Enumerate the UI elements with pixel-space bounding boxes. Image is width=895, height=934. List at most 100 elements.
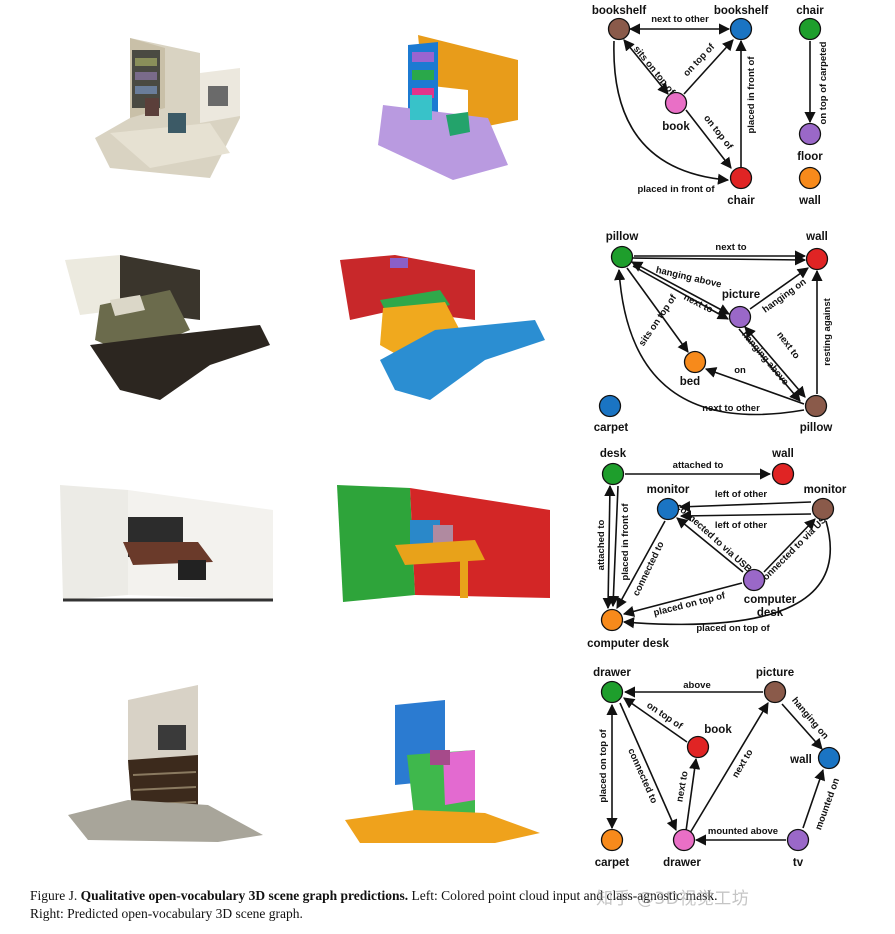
graph-2-nodes — [598, 245, 829, 418]
edge-label: left of other — [715, 520, 768, 531]
node-label: monitor — [804, 484, 847, 496]
edge-label: attached to — [596, 519, 607, 570]
caption-right-text: Right: Predicted open-vocabulary 3D scen… — [30, 906, 303, 921]
scene-graph-4: above on top of hanging on placed on top… — [593, 667, 842, 869]
caption-left-text: Left: Colored point cloud input and clas… — [411, 888, 718, 903]
node-bookshelf — [729, 17, 753, 41]
node-label: wall — [789, 754, 812, 766]
node-label: pillow — [606, 231, 639, 243]
node-label: desk — [757, 607, 784, 619]
edge-label: on top of — [701, 113, 735, 152]
node-picture — [763, 680, 787, 704]
edge-label: connected to via USB — [757, 510, 834, 587]
point-cloud-image-row1 — [95, 38, 240, 178]
node-drawer — [672, 828, 696, 852]
node-drawer — [600, 680, 624, 704]
edge-label: left of other — [715, 489, 768, 500]
node-carpet — [598, 394, 622, 418]
node-wall — [817, 746, 841, 770]
node-label: bookshelf — [592, 5, 646, 17]
graph-3-nodes — [600, 462, 835, 632]
node-monitor — [811, 497, 835, 521]
node-label: chair — [796, 5, 824, 17]
node-label: bookshelf — [714, 5, 768, 17]
edge-label: next to — [715, 242, 746, 253]
point-cloud-image-row3 — [60, 485, 273, 602]
node-bookshelf — [607, 17, 631, 41]
edge-label: mounted above — [708, 826, 778, 837]
node-desk — [601, 462, 625, 486]
node-wall — [798, 166, 822, 190]
scene-graphs: next to other sits on top of on top of o… — [587, 5, 847, 869]
node-label: computer — [744, 594, 797, 606]
node-label: wall — [805, 231, 828, 243]
point-cloud-image-row2 — [65, 255, 270, 400]
node-pillow — [804, 394, 828, 418]
edge-label: next to — [674, 770, 690, 803]
node-label: floor — [797, 151, 823, 163]
node-label: desk — [600, 448, 627, 460]
scene-graph-2: next to hanging above next to hanging on… — [594, 231, 833, 434]
edge-label: placed on top of — [696, 623, 770, 634]
node-tv — [786, 828, 810, 852]
edge-label: hanging above — [655, 265, 723, 291]
node-wall — [771, 462, 795, 486]
node-label: carpet — [595, 857, 630, 869]
node-book — [686, 735, 710, 759]
edge-label: on top of — [681, 41, 717, 79]
node-label: carpet — [594, 422, 629, 434]
node-label: drawer — [663, 857, 701, 869]
node-label: picture — [756, 667, 794, 679]
node-wall — [805, 247, 829, 271]
edge-label: next to other — [702, 403, 760, 414]
node-book — [664, 91, 688, 115]
node-label: book — [704, 724, 732, 736]
node-computer-desk — [600, 608, 624, 632]
node-label: chair — [727, 195, 755, 207]
node-label: monitor — [647, 484, 690, 496]
edge-label: next to other — [651, 14, 709, 25]
scene-graph-1: next to other sits on top of on top of o… — [592, 5, 829, 207]
node-label: computer desk — [587, 638, 669, 650]
edge-label: placed in front of — [637, 184, 715, 195]
node-label: picture — [722, 289, 760, 301]
node-label: wall — [798, 195, 821, 207]
point-cloud-image-row4 — [68, 685, 263, 842]
node-picture — [728, 305, 752, 329]
mask-image-row1 — [378, 35, 518, 180]
caption-figure-number: Figure J. — [30, 888, 78, 903]
node-label: tv — [793, 857, 804, 869]
mask-image-row2 — [340, 255, 545, 400]
node-carpet — [600, 828, 624, 852]
edge-label: attached to — [673, 460, 724, 471]
edge-label: connected to via USB — [674, 501, 754, 575]
edge-label: placed on top of — [598, 728, 609, 802]
edge-label: placed in front of — [620, 503, 631, 581]
node-label: book — [662, 121, 690, 133]
edge-label: connected to — [631, 540, 667, 598]
figure-caption: Figure J. Qualitative open-vocabulary 3D… — [30, 887, 880, 923]
edge-label: next to — [774, 330, 802, 362]
caption-title: Qualitative open-vocabulary 3D scene gra… — [80, 888, 409, 903]
node-label: pillow — [800, 422, 833, 434]
edge-label: sits on top of — [631, 44, 678, 98]
node-label: drawer — [593, 667, 631, 679]
edge-label: placed in front of — [746, 56, 757, 134]
mask-image-row3 — [337, 485, 550, 602]
scene-graph-3: attached to left of other left of other … — [587, 448, 847, 650]
edge-label: sits on top of — [637, 292, 680, 348]
graph-4-nodes — [600, 680, 841, 852]
node-pillow — [610, 245, 634, 269]
node-floor — [798, 122, 822, 146]
mask-image-row4 — [345, 700, 540, 843]
node-label: wall — [771, 448, 794, 460]
watermark-text: 知乎 @3D视觉工坊 — [596, 889, 750, 909]
node-chair — [729, 166, 753, 190]
node-label: bed — [680, 376, 700, 388]
graph-1-nodes — [607, 17, 822, 190]
node-chair — [798, 17, 822, 41]
edge-label: on — [734, 365, 746, 376]
node-computer-desk — [742, 568, 766, 592]
edge-label: next to — [682, 292, 715, 316]
edge-label: next to — [730, 747, 756, 780]
